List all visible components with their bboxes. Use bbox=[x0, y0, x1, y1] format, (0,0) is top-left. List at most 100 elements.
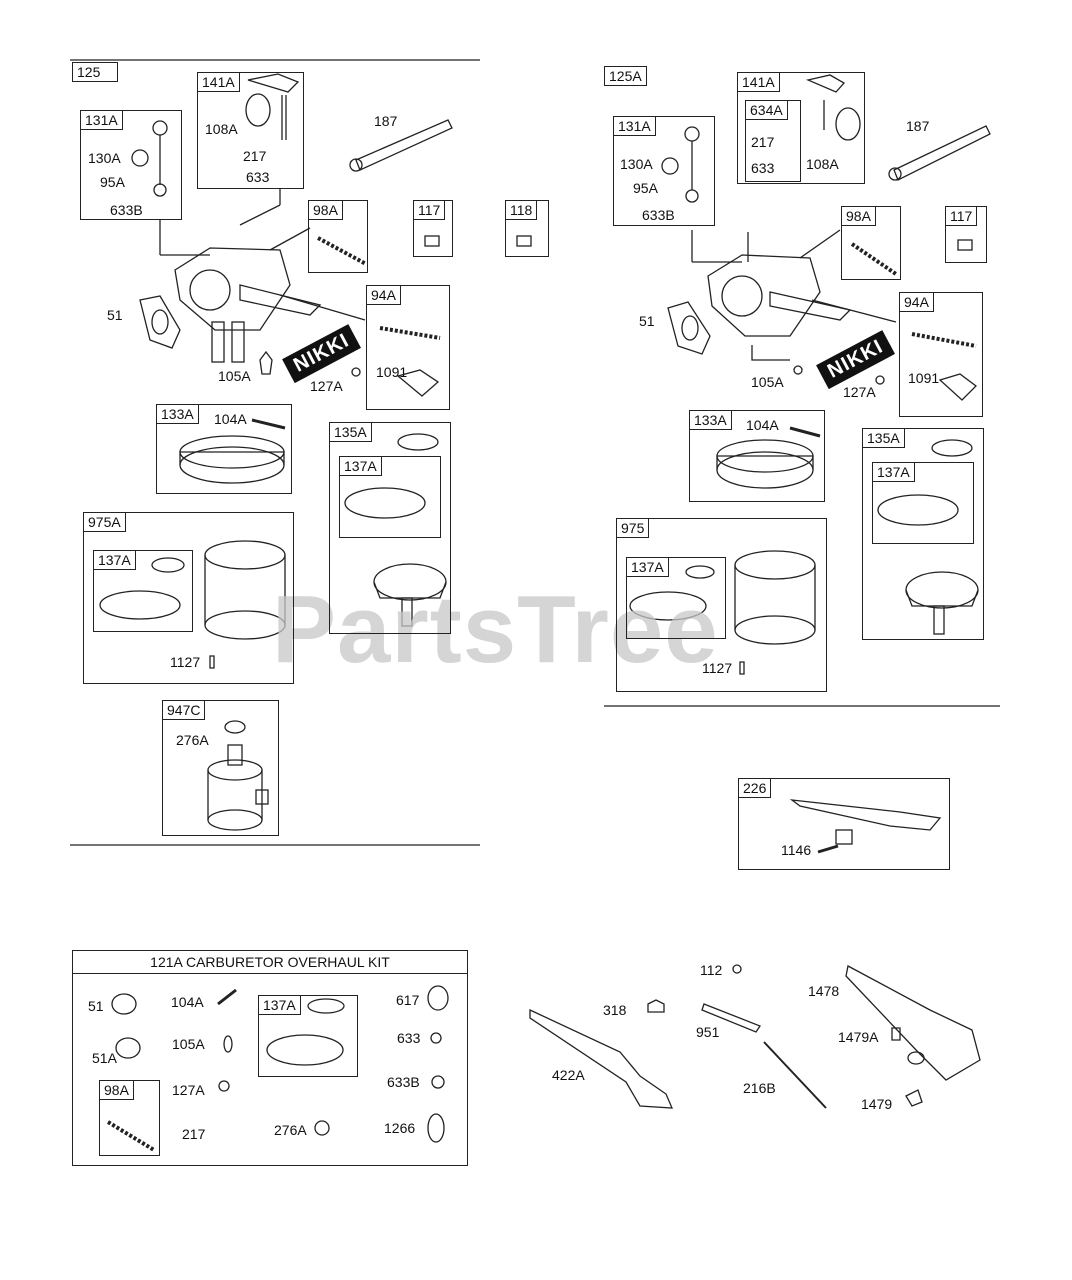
part-51-right[interactable]: 51 bbox=[639, 313, 655, 329]
part-127A-right[interactable]: 127A bbox=[843, 384, 876, 400]
kit-137A-overhaul-box bbox=[258, 995, 358, 1077]
part-51-left[interactable]: 51 bbox=[107, 307, 123, 323]
kit-part-105A[interactable]: 105A bbox=[172, 1036, 205, 1052]
part-95A-left[interactable]: 95A bbox=[100, 174, 125, 190]
watermark: PartsTree bbox=[272, 576, 719, 683]
kit-141A-right[interactable]: 141A bbox=[737, 72, 780, 92]
part-104A-left[interactable]: 104A bbox=[214, 411, 247, 427]
part-1127-left[interactable]: 1127 bbox=[170, 654, 201, 670]
kit-135A-right-box bbox=[862, 428, 984, 640]
kit-part-1266[interactable]: 1266 bbox=[384, 1120, 416, 1136]
float-sketch-left bbox=[179, 418, 286, 484]
kit-137A-right-b[interactable]: 137A bbox=[626, 557, 669, 577]
part-633B-left[interactable]: 633B bbox=[110, 202, 143, 218]
kit-131A-right-box bbox=[613, 116, 715, 226]
stud-187-left bbox=[349, 119, 453, 172]
throttle-shaft-sketch-left bbox=[245, 73, 300, 140]
part-95A-right[interactable]: 95A bbox=[633, 180, 658, 196]
part-217-left[interactable]: 217 bbox=[243, 148, 267, 164]
kit-94A-left[interactable]: 94A bbox=[366, 285, 401, 305]
part-125[interactable]: 125 bbox=[72, 62, 118, 82]
part-1146[interactable]: 1146 bbox=[781, 842, 812, 858]
part-1479[interactable]: 1479 bbox=[861, 1096, 893, 1112]
kit-98A-right[interactable]: 98A bbox=[841, 206, 876, 226]
kit-135A-right[interactable]: 135A bbox=[862, 428, 905, 448]
kit-118-left[interactable]: 118 bbox=[505, 200, 538, 220]
kit-94A-right-box bbox=[899, 292, 983, 417]
kit-137A-left-b[interactable]: 137A bbox=[93, 550, 136, 570]
choke-shaft-sketch-left bbox=[131, 120, 168, 197]
kit-137A-left-a[interactable]: 137A bbox=[339, 456, 382, 476]
carburetor-body-right bbox=[691, 229, 897, 361]
part-1478[interactable]: 1478 bbox=[808, 983, 840, 999]
part-633-right[interactable]: 633 bbox=[751, 160, 775, 176]
part-125A[interactable]: 125A bbox=[604, 66, 647, 86]
part-112[interactable]: 112 bbox=[700, 962, 723, 978]
kit-141A-left[interactable]: 141A bbox=[197, 72, 240, 92]
kit-part-104A[interactable]: 104A bbox=[171, 994, 204, 1010]
kit-137A-right-a-box bbox=[872, 462, 974, 544]
part-187-right[interactable]: 187 bbox=[906, 118, 930, 134]
kit-135A-left[interactable]: 135A bbox=[329, 422, 372, 442]
kit-137A-right-a[interactable]: 137A bbox=[872, 462, 915, 482]
kit-117-right[interactable]: 117 bbox=[945, 206, 978, 226]
kit-141A-left-box bbox=[197, 72, 304, 189]
kit-226-box bbox=[738, 778, 950, 870]
kit-part-51[interactable]: 51 bbox=[88, 998, 104, 1014]
kit-part-276A[interactable]: 276A bbox=[274, 1122, 307, 1138]
kit-131A-left[interactable]: 131A bbox=[80, 110, 123, 130]
part-108A-right[interactable]: 108A bbox=[806, 156, 839, 172]
overhaul-kit-title[interactable]: 121A CARBURETOR OVERHAUL KIT bbox=[73, 951, 467, 974]
part-104A-right[interactable]: 104A bbox=[746, 417, 779, 433]
kit-137A-overhaul[interactable]: 137A bbox=[258, 995, 301, 1015]
kit-975A-left[interactable]: 975A bbox=[83, 512, 126, 532]
part-187-left[interactable]: 187 bbox=[374, 113, 398, 129]
kit-part-633B[interactable]: 633B bbox=[387, 1074, 420, 1090]
kit-226[interactable]: 226 bbox=[738, 778, 772, 798]
part-217-right[interactable]: 217 bbox=[751, 134, 775, 150]
kit-98A-left[interactable]: 98A bbox=[308, 200, 343, 220]
part-105A-right[interactable]: 105A bbox=[751, 374, 784, 390]
kit-975-right[interactable]: 975 bbox=[616, 518, 650, 538]
part-105A-left[interactable]: 105A bbox=[218, 368, 251, 384]
kit-133A-left-box bbox=[156, 404, 292, 494]
part-127A-left[interactable]: 127A bbox=[310, 378, 343, 394]
part-1479A[interactable]: 1479A bbox=[838, 1029, 879, 1045]
part-1127-right[interactable]: 1127 bbox=[702, 660, 733, 676]
part-633-left[interactable]: 633 bbox=[246, 169, 270, 185]
kit-part-217[interactable]: 217 bbox=[182, 1126, 206, 1142]
part-130A-right[interactable]: 130A bbox=[620, 156, 653, 172]
kit-141A-right-box bbox=[737, 72, 865, 184]
kit-133A-left[interactable]: 133A bbox=[156, 404, 199, 424]
part-130A-left[interactable]: 130A bbox=[88, 150, 121, 166]
part-1091-left[interactable]: 1091 bbox=[376, 364, 408, 380]
kit-part-633[interactable]: 633 bbox=[397, 1030, 421, 1046]
kit-part-617[interactable]: 617 bbox=[396, 992, 420, 1008]
kit-634A-right[interactable]: 634A bbox=[745, 100, 788, 120]
part-1091-right[interactable]: 1091 bbox=[908, 370, 940, 386]
overhaul-kit-box: 121A CARBURETOR OVERHAUL KIT bbox=[72, 950, 468, 1166]
kit-975A-left-box bbox=[83, 512, 294, 684]
kit-94A-right[interactable]: 94A bbox=[899, 292, 934, 312]
kit-137A-right-b-box bbox=[626, 557, 726, 639]
kit-137A-left-a-box bbox=[339, 456, 441, 538]
part-216B[interactable]: 216B bbox=[743, 1080, 776, 1096]
kit-94A-left-box bbox=[366, 285, 450, 410]
part-276A-left[interactable]: 276A bbox=[176, 732, 209, 748]
part-318[interactable]: 318 bbox=[603, 1002, 627, 1018]
kit-135A-left-box bbox=[329, 422, 451, 634]
kit-131A-right[interactable]: 131A bbox=[613, 116, 656, 136]
kit-98A-overhaul[interactable]: 98A bbox=[99, 1080, 134, 1100]
linkage-parts bbox=[529, 964, 981, 1109]
kit-947C-left[interactable]: 947C bbox=[162, 700, 206, 720]
kit-part-51A[interactable]: 51A bbox=[92, 1050, 117, 1066]
kit-part-127A[interactable]: 127A bbox=[172, 1082, 205, 1098]
kit-133A-right-box bbox=[689, 410, 825, 502]
kit-133A-right[interactable]: 133A bbox=[689, 410, 732, 430]
part-422A[interactable]: 422A bbox=[552, 1067, 585, 1083]
kit-117-left[interactable]: 117 bbox=[413, 200, 446, 220]
kit-131A-left-box bbox=[80, 110, 182, 220]
part-108A-left[interactable]: 108A bbox=[205, 121, 238, 137]
part-633B-right[interactable]: 633B bbox=[642, 207, 675, 223]
part-951[interactable]: 951 bbox=[696, 1024, 720, 1040]
